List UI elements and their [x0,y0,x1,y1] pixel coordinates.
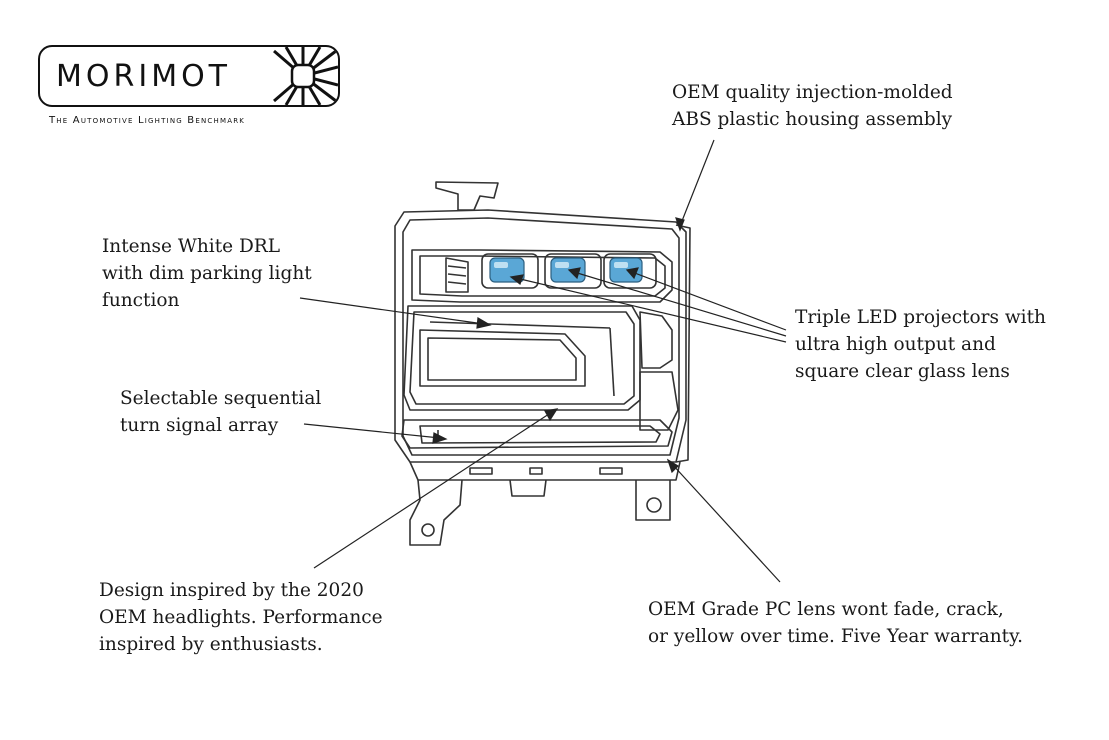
callout-turn-signal: Selectable sequential turn signal array [120,388,322,436]
leader-lines [299,139,787,583]
sunburst-icon [273,47,338,105]
callout-design: Design inspired by the 2020 OEM headligh… [99,580,383,655]
logo-tagline: The Automotive Lighting Benchmark [49,115,246,126]
headlight-outline [394,181,691,546]
morimoto-logo: MORIMOT [38,45,340,107]
callout-housing: OEM quality injection-molded ABS plastic… [672,82,953,130]
callout-projectors: Triple LED projectors with ultra high ou… [795,307,1046,382]
callout-lens: OEM Grade PC lens wont fade, crack, or y… [648,599,1023,647]
logo-wordmark: MORIMOT [56,59,232,94]
callout-drl: Intense White DRL with dim parking light… [102,236,312,311]
